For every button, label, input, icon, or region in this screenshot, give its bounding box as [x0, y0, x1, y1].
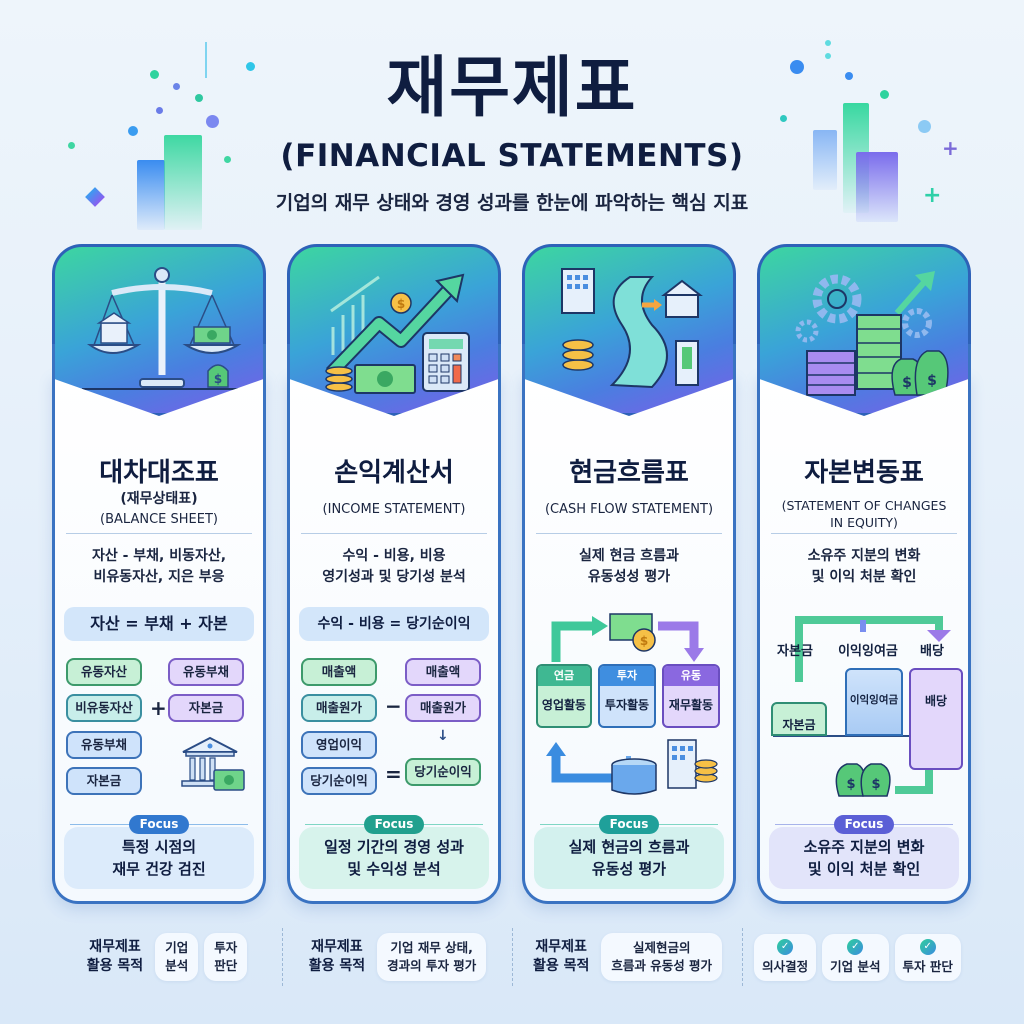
card-subtitle-ko: (재무상태표) — [120, 491, 198, 507]
divider — [301, 533, 487, 534]
chip-net-income: 당기순이익 — [301, 767, 377, 795]
chip-current-assets: 유동자산 — [66, 658, 142, 686]
cash-flow-diagram-arrows: $ — [546, 613, 718, 795]
footer-segment-4: ✓의사결정 ✓기업 분석 ✓투자 판단 — [742, 928, 972, 986]
svg-text:$: $ — [214, 372, 222, 386]
chip-revenue: 매출액 — [301, 658, 377, 686]
column-label-dividends: 배당 — [920, 644, 944, 659]
check-icon: ✓ — [847, 938, 864, 955]
svg-text:$: $ — [640, 634, 648, 648]
chip-current-liabilities: 유동부채 — [66, 731, 142, 759]
formula: 자산 = 부채 + 자본 — [64, 607, 254, 641]
bar-retained-earnings: 이익잉여금 — [845, 668, 903, 736]
bar-capital: 자본금 — [771, 702, 827, 736]
column-label-retained-earnings: 이익잉여금 — [838, 644, 898, 659]
chip-financial-evaluation: 기업 재무 상태,경과의 투자 평가 — [377, 933, 487, 981]
balance-scale-icon: $ — [52, 244, 266, 416]
bar-dividends: 배당 — [909, 668, 963, 770]
chip-net-income-right: 당기순이익 — [405, 758, 481, 786]
cash-river-icon — [522, 244, 736, 416]
card-subtitle-en-line2: IN EQUITY) — [830, 515, 898, 530]
card-balance-sheet: $ 대차대조표 (재무상태표) (BALANCE SHEET) 자산 - 부채,… — [52, 244, 266, 904]
page-tagline: 기업의 재무 상태와 경영 성과를 한눈에 파악하는 핵심 지표 — [275, 192, 749, 214]
svg-text:$: $ — [871, 777, 880, 792]
focus-badge: Focus — [834, 815, 894, 834]
divider — [771, 533, 957, 534]
card-title: 손익계산서 — [334, 458, 454, 488]
chip-cogs: 매출원가 — [301, 694, 377, 722]
focus-badge: Focus — [129, 815, 189, 834]
chip-operating-income: 영업이익 — [301, 731, 377, 759]
card-equity-changes: $ $ 자본변동표 (STATEMENT OF CHANGES IN EQUIT… — [757, 244, 971, 904]
divider — [66, 533, 252, 534]
chip-capital-right: 자본금 — [168, 694, 244, 722]
svg-text:$: $ — [397, 297, 405, 311]
check-decision-making: ✓의사결정 — [754, 933, 817, 981]
statement-cards: $ 대차대조표 (재무상태표) (BALANCE SHEET) 자산 - 부채,… — [52, 244, 972, 906]
flow-box-operating: 연금 영업활동 — [536, 664, 592, 728]
equity-diagram-arrows: $ $ — [773, 616, 953, 797]
card-subtitle-en: (CASH FLOW STATEMENT) — [544, 502, 714, 517]
chip-revenue-right: 매출액 — [405, 658, 481, 686]
svg-text:$: $ — [902, 375, 912, 391]
check-icon: ✓ — [777, 938, 794, 955]
arrow-down-icon: ↓ — [437, 728, 449, 744]
card-title: 현금흐름표 — [569, 458, 689, 488]
equity-growth-icon: $ $ — [757, 244, 971, 416]
page-subtitle-en: (FINANCIAL STATEMENTS) — [280, 138, 744, 174]
svg-text:$: $ — [846, 777, 855, 792]
card-income-statement: $ 손익계산서 (INCOME STATEMENT) 수익 - 비용 — [287, 244, 501, 904]
check-icon: ✓ — [919, 938, 936, 955]
card-subtitle-en: (BALANCE SHEET) — [100, 512, 218, 527]
column-label-capital: 자본금 — [777, 644, 813, 659]
flow-box-investing: 투자 투자활동 — [598, 664, 656, 728]
card-title: 자본변동표 — [804, 458, 924, 488]
flow-box-financing: 유동 재무활동 — [662, 664, 720, 728]
card-subtitle-en: (INCOME STATEMENT) — [322, 502, 466, 517]
growth-chart-icon: $ — [287, 244, 501, 416]
check-company-analysis: ✓기업 분석 — [822, 933, 889, 981]
focus-badge: Focus — [599, 815, 659, 834]
page-title: 재무제표 — [386, 49, 638, 126]
divider — [536, 533, 722, 534]
equals-operator: = — [385, 762, 402, 786]
chip-current-liabilities-right: 유동부채 — [168, 658, 244, 686]
check-investment-decision: ✓투자 판단 — [894, 933, 961, 981]
bank-icon — [181, 736, 245, 791]
card-title: 대차대조표 — [99, 458, 219, 488]
minus-operator: − — [385, 694, 402, 718]
card-description: 자산 - 부채, 비동자산,비유동자산, 지은 부응 — [91, 548, 227, 585]
formula: 수익 - 비용 = 당기순이익 — [299, 607, 489, 641]
svg-text:$: $ — [927, 373, 937, 389]
plus-operator: + — [150, 696, 167, 720]
focus-badge: Focus — [364, 815, 424, 834]
chip-capital: 자본금 — [66, 767, 142, 795]
chip-noncurrent-assets: 비유동자산 — [66, 694, 142, 722]
card-subtitle-en: (STATEMENT OF CHANGES — [781, 498, 947, 513]
chip-cogs-right: 매출원가 — [405, 694, 481, 722]
header: 재무제표 (FINANCIAL STATEMENTS) 기업의 재무 상태와 경… — [0, 48, 1024, 215]
